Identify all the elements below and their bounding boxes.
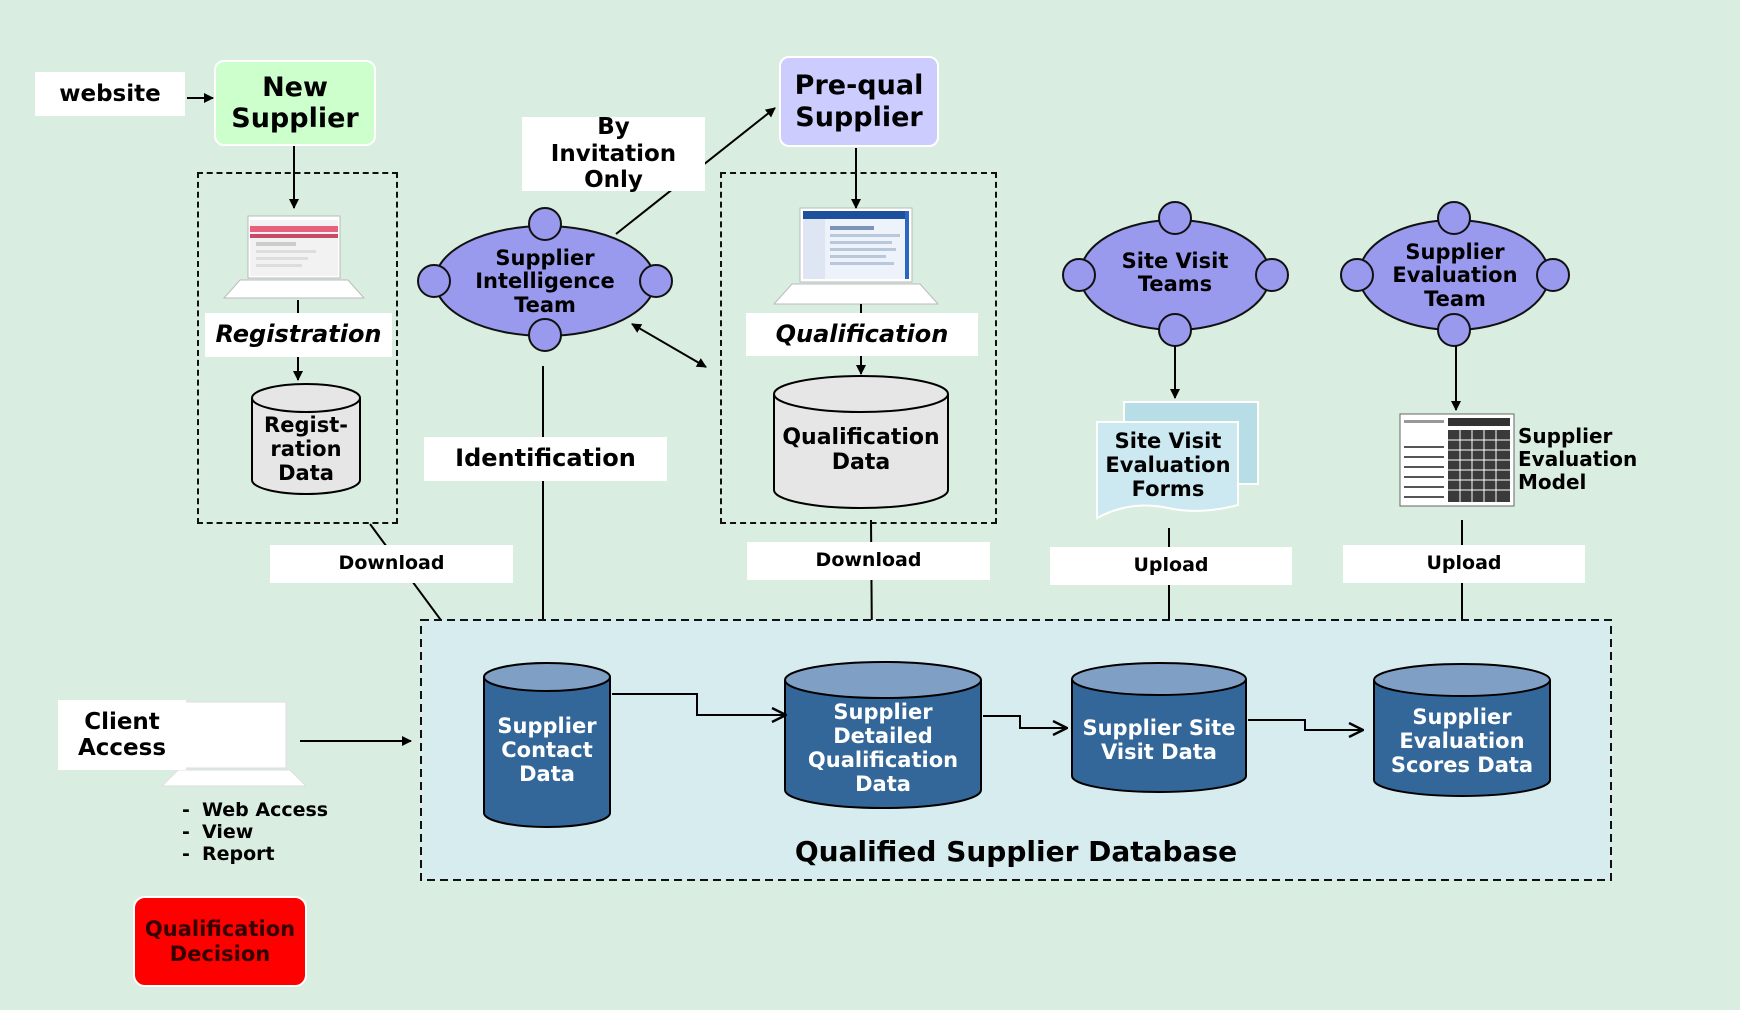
site-visit-to-scores-arrow	[1248, 719, 1362, 730]
supplier-evaluation-scores-data-cylinder	[1373, 663, 1551, 797]
identification-label: Identification	[424, 437, 667, 481]
registration-data-label: Regist-ration Data	[264, 412, 348, 486]
contact-to-qualification-arrow	[612, 693, 785, 715]
supplier-detailed-qualification-data-cylinder	[784, 661, 982, 809]
prequal-supplier-node[interactable]: Pre-qual Supplier	[779, 56, 939, 147]
registration-data-cylinder	[251, 383, 361, 495]
registration-laptop-icon	[222, 215, 366, 299]
download-label-2: Download	[747, 542, 990, 580]
database-connectors	[612, 693, 1362, 730]
supplier-evaluation-model-label: Supplier Evaluation Model	[1518, 424, 1638, 494]
qualification-decision-node[interactable]: Qualification Decision	[133, 896, 307, 987]
supplier-evaluation-team-oval	[1340, 201, 1570, 347]
supplier-site-visit-data-label: Supplier Site Visit Data	[1082, 715, 1236, 764]
website-label: website	[35, 72, 185, 116]
supplier-intelligence-team-oval	[417, 207, 673, 352]
qualification-region	[720, 172, 997, 524]
upload-label-1: Upload	[1050, 547, 1292, 585]
client-laptop-icon	[160, 701, 308, 787]
supplier-evaluation-model-spreadsheet-icon	[1399, 413, 1515, 507]
site-visit-forms-label: Site Visit Evaluation Forms	[1105, 428, 1231, 502]
client-feature-item: -View	[182, 820, 254, 843]
supplier-evaluation-scores-data-label: Supplier Evaluation Scores Data	[1390, 704, 1534, 778]
supplier-intelligence-team-label: Supplier Intelligence Team	[475, 246, 615, 317]
site-visit-forms-document	[1096, 401, 1259, 520]
supplier-contact-data-cylinder	[483, 662, 611, 828]
upload-label-2: Upload	[1343, 545, 1585, 583]
qualification-to-site-visit-arrow	[983, 715, 1066, 728]
client-features-list: -Web Access -View -Report	[182, 799, 342, 866]
supplier-contact-data-label: Supplier Contact Data	[497, 713, 597, 787]
supplier-evaluation-team-label: Supplier Evaluation Team	[1392, 240, 1518, 311]
team-qualification-bidirectional-arrow	[631, 323, 707, 368]
supplier-site-visit-data-cylinder	[1071, 662, 1247, 793]
qualification-data-label: Qualification Data	[782, 424, 940, 475]
qualified-supplier-database-title: Qualified Supplier Database	[794, 835, 1238, 868]
client-feature-item: -Web Access	[182, 799, 329, 821]
site-visit-teams-oval	[1062, 201, 1289, 347]
qualification-data-cylinder	[773, 375, 949, 509]
registration-region	[197, 172, 398, 524]
new-supplier-node[interactable]: New Supplier	[214, 60, 376, 146]
registration-label: Registration	[205, 313, 392, 357]
qualification-laptop-icon	[772, 207, 940, 305]
supplier-detailed-qualification-data-label: Supplier Detailed Qualification Data	[807, 699, 959, 797]
by-invitation-only-label: By Invitation Only	[522, 114, 705, 193]
client-access-label: Client Access	[58, 700, 186, 770]
client-feature-item: -Report	[182, 842, 275, 865]
download-label-1: Download	[270, 545, 513, 583]
site-visit-teams-label: Site Visit Teams	[1121, 248, 1229, 296]
qualification-label: Qualification	[746, 313, 978, 356]
